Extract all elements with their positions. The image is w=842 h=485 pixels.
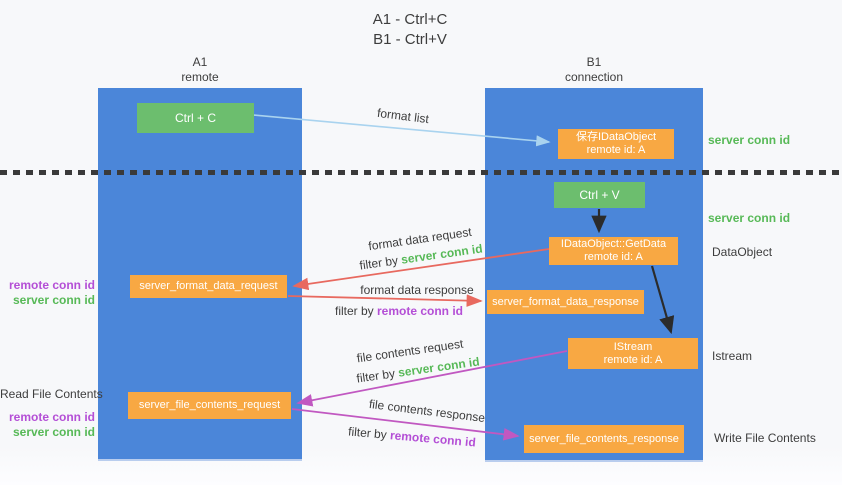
server-file-contents-response-node: server_file_contents_response xyxy=(524,425,684,453)
format-data-response-filter-caption: filter by remote conn id xyxy=(335,304,463,318)
server-conn-id-annotation-top: server conn id xyxy=(708,133,791,147)
column-header-b1: B1 connection xyxy=(524,55,664,85)
file-contents-request-arrow xyxy=(296,350,568,407)
idataobject-getdata-node: IDataObject::GetData remote id: A xyxy=(549,237,678,265)
dataobject-annotation: DataObject xyxy=(712,245,773,259)
ctrl-v-label: Ctrl + V xyxy=(579,187,620,202)
format-data-response-caption: format data response xyxy=(360,283,474,297)
format-data-request-arrow xyxy=(292,248,550,291)
server-format-data-request-label: server_format_data_request xyxy=(139,280,278,292)
title-line-a1: A1 - Ctrl+C xyxy=(372,11,448,28)
filter-by-prefix: filter by xyxy=(334,304,377,318)
column-b1-subtitle: connection xyxy=(564,70,624,84)
server-file-contents-request-label: server_file_contents_request xyxy=(138,399,281,411)
ctrl-c-node: Ctrl + C xyxy=(137,103,254,133)
server-conn-id-annotation: server conn id xyxy=(12,293,95,307)
ctrl-c-label: Ctrl + C xyxy=(174,110,216,125)
server-conn-id-annotation-mid: server conn id xyxy=(708,211,791,225)
column-b1-name: B1 xyxy=(586,55,602,69)
conn-id-annotation-group-bottom: remote conn id server conn id xyxy=(0,410,95,440)
save-idataobject-node: 保存IDataObject remote id: A xyxy=(558,129,674,159)
read-file-contents-annotation: Read File Contents xyxy=(0,387,103,401)
server-file-contents-response-label: server_file_contents_response xyxy=(529,432,679,445)
save-idataobject-line2: remote id: A xyxy=(586,144,646,156)
istream-annotation: Istream xyxy=(712,349,753,363)
server-format-data-response-node: server_format_data_response xyxy=(487,290,644,314)
remote-conn-id-annotation: remote conn id xyxy=(8,410,95,424)
getdata-line2: remote id: A xyxy=(584,251,643,263)
diagram-title: A1 - Ctrl+C B1 - Ctrl+V xyxy=(290,10,530,50)
column-a1-name: A1 xyxy=(192,55,208,69)
istream-node: IStream remote id: A xyxy=(568,338,698,369)
format-list-arrow xyxy=(252,114,551,147)
server-file-contents-request-node: server_file_contents_request xyxy=(128,392,291,419)
server-format-data-request-node: server_format_data_request xyxy=(130,275,287,298)
getdata-line1: IDataObject::GetData xyxy=(560,238,667,250)
save-idataobject-line1: 保存IDataObject xyxy=(575,131,657,143)
server-conn-id-annotation: server conn id xyxy=(12,425,95,439)
column-a1-subtitle: remote xyxy=(181,70,219,84)
remote-conn-id-key: remote conn id xyxy=(377,304,464,318)
title-line-b1: B1 - Ctrl+V xyxy=(373,31,447,48)
getdata-to-istream-arrow xyxy=(650,265,675,335)
remote-conn-id-annotation: remote conn id xyxy=(8,278,95,292)
format-data-response-arrow xyxy=(287,294,483,307)
conn-id-annotation-group-top: remote conn id server conn id xyxy=(0,278,95,308)
file-contents-response-arrow xyxy=(291,408,520,441)
istream-line1: IStream xyxy=(613,340,653,353)
column-header-a1: A1 remote xyxy=(130,55,270,85)
istream-line2: remote id: A xyxy=(603,353,663,366)
server-format-data-response-label: server_format_data_response xyxy=(492,295,639,308)
write-file-contents-annotation: Write File Contents xyxy=(714,431,816,445)
ctrl-v-node: Ctrl + V xyxy=(554,182,645,208)
session-divider-line xyxy=(0,170,842,175)
